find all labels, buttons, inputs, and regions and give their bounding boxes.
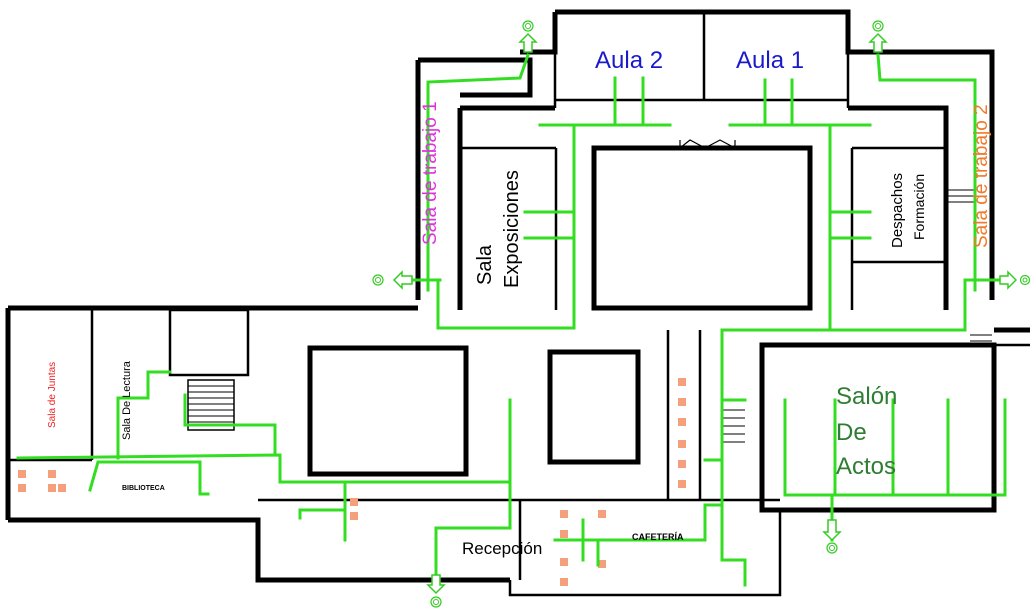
cafeteria-label: CAFETERÍA [632,532,684,542]
building-walls [5,9,1030,597]
despachos-label-line1: Despachos [889,173,906,248]
toilet-fixture-icon [18,378,686,586]
sala-exposiciones-label-line2: Exposiciones [501,170,523,288]
aula-2-label: Aula 2 [595,47,663,74]
salon-label-line3: Actos [836,453,896,480]
salon-label-line1: Salón [836,383,897,410]
sala-trabajo-2-label: Sala de trabajo 2 [971,104,992,248]
evacuation-routes [16,53,1010,587]
aula-1-label: Aula 1 [736,47,804,74]
recepcion-label: Recepción [462,539,542,558]
biblioteca-label: BIBLIOTECA [122,485,165,492]
sala-lectura-label: Sala De Lectura [121,360,133,440]
sala-exposiciones-label-line1: Sala [474,244,496,285]
stairs-icon [187,189,992,443]
despachos-label-line2: Formación [911,174,927,240]
sala-juntas-label: Sala de Juntas [47,362,58,428]
salon-label-line2: De [836,419,867,446]
emergency-exit-arrow-icon [372,20,1030,608]
sala-trabajo-1-label: Sala de trabajo 1 [420,101,441,245]
